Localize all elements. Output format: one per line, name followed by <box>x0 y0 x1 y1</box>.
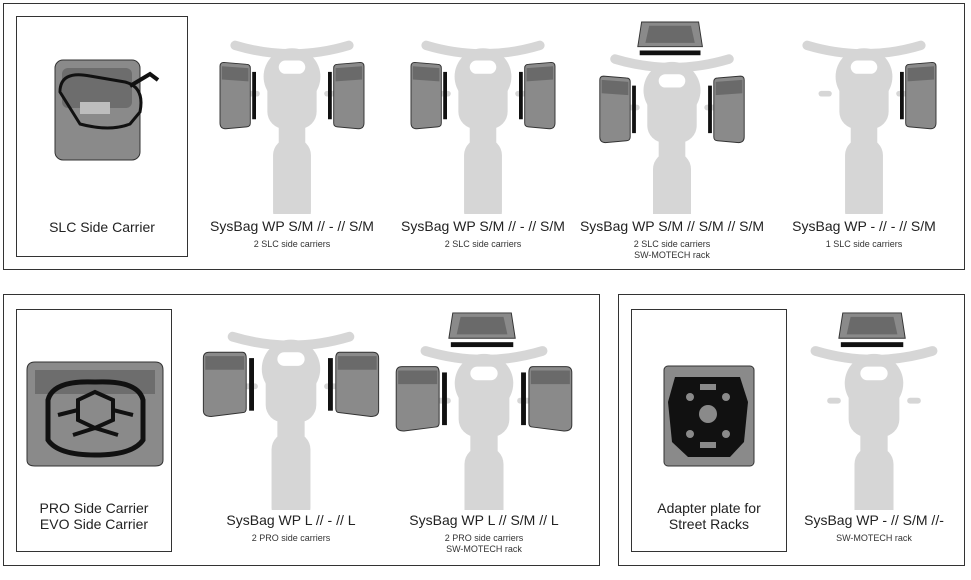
evo-carrier-label: EVO Side Carrier <box>39 516 149 532</box>
slc-side-carrier-icon <box>54 59 160 161</box>
bottom-left-panel: PRO Side Carrier EVO Side Carrier SysBag… <box>3 294 600 566</box>
config-line: 1 SLC side carriers <box>825 239 903 249</box>
config-title: SysBag WP S/M // - // S/M <box>210 218 374 234</box>
pro-evo-carrier-box: PRO Side Carrier EVO Side Carrier <box>16 309 172 552</box>
config-slc-3: SysBag WP S/M // S/M // S/M 2 SLC side c… <box>577 19 767 269</box>
config-pro-2: SysBag WP L // S/M // L 2 PRO side carri… <box>384 310 584 565</box>
config-slc-4: SysBag WP - // - // S/M 1 SLC side carri… <box>769 34 959 264</box>
config-title: SysBag WP S/M // - // S/M <box>401 218 565 234</box>
config-adapter-1: SysBag WP - // S/M //- SW-MOTECH rack <box>784 310 964 565</box>
adapter-label-line1: Adapter plate for <box>657 500 761 516</box>
config-line: 2 SLC side carriers <box>253 239 331 249</box>
config-line: SW-MOTECH rack <box>446 544 522 554</box>
config-line: 2 PRO side carriers <box>444 533 524 543</box>
config-line: SW-MOTECH rack <box>634 250 710 260</box>
adapter-plate-icon <box>663 365 755 467</box>
pro-evo-side-carrier-icon <box>26 361 164 467</box>
config-title: SysBag WP L // - // L <box>226 512 356 528</box>
bottom-right-panel: Adapter plate for Street Racks SysBag WP… <box>618 294 965 566</box>
config-slc-1: SysBag WP S/M // - // S/M 2 SLC side car… <box>197 34 387 264</box>
config-title: SysBag WP - // S/M //- <box>804 512 944 528</box>
config-line: 2 PRO side carriers <box>251 533 331 543</box>
config-slc-2: SysBag WP S/M // - // S/M 2 SLC side car… <box>388 34 578 264</box>
config-line: 2 SLC side carriers <box>633 239 711 249</box>
config-line: 2 SLC side carriers <box>444 239 522 249</box>
top-panel: SLC Side Carrier SysBag WP S/M // - // S… <box>3 3 965 270</box>
config-line: SW-MOTECH rack <box>836 533 912 543</box>
config-title: SysBag WP S/M // S/M // S/M <box>579 218 765 234</box>
config-pro-1: SysBag WP L // - // L 2 PRO side carrier… <box>191 325 391 565</box>
slc-carrier-box: SLC Side Carrier <box>16 16 188 257</box>
slc-carrier-label: SLC Side Carrier <box>49 219 155 235</box>
config-title: SysBag WP - // - // S/M <box>792 218 936 234</box>
adapter-label-line2: Street Racks <box>668 516 750 532</box>
adapter-plate-box: Adapter plate for Street Racks <box>631 309 787 552</box>
pro-carrier-label: PRO Side Carrier <box>39 500 149 516</box>
config-title: SysBag WP L // S/M // L <box>409 512 559 528</box>
